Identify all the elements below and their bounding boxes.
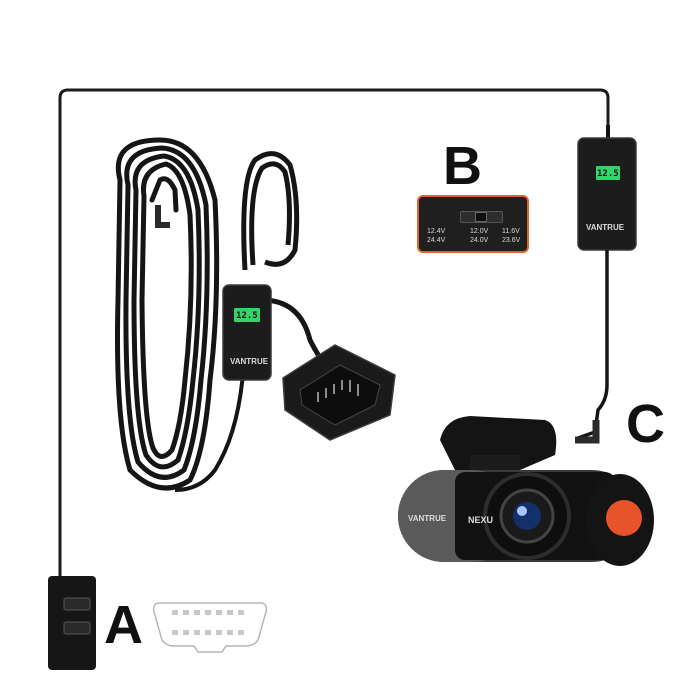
upper-loop [241,151,300,271]
type-c-plug [575,420,600,444]
right-lcd-text: 12.5 [597,169,619,179]
middle-lcd-text: 12.5 [236,311,258,321]
right-power-module: 12.5 VANTRUE [577,137,637,251]
camera-model: NEXU [468,515,493,525]
middle-lcd [234,308,260,322]
label-c: C [626,394,665,454]
label-b: B [443,136,482,196]
middle-power-module: 12.5 VANTRUE [222,284,272,381]
voltage-option-2: 12.0V 24.0V [470,228,489,244]
voltage-option-3: 11.6V 23.6V [502,228,521,244]
obd-port-outline [152,602,268,653]
coil-connector [155,205,170,228]
voltage-slider-knob [475,212,487,222]
right-lcd [596,166,620,180]
camera-button [606,500,642,536]
label-a: A [104,595,143,655]
coiled-cable [115,137,220,491]
voltage-switch-panel: 12.4V 24.4V 12.0V 24.0V 11.6V 23.6V [417,195,529,253]
camera-brand: VANTRUE [408,514,447,523]
long-cable [58,88,610,580]
dash-camera: VANTRUE NEXU [398,416,654,566]
middle-brand: VANTRUE [230,357,269,366]
obd-plug-a [48,576,96,670]
voltage-option-1: 12.4V 24.4V [427,228,446,244]
voltage-slider [460,211,503,223]
right-brand: VANTRUE [586,223,625,232]
obd-plug-large [282,344,396,441]
right-cable [577,250,609,440]
